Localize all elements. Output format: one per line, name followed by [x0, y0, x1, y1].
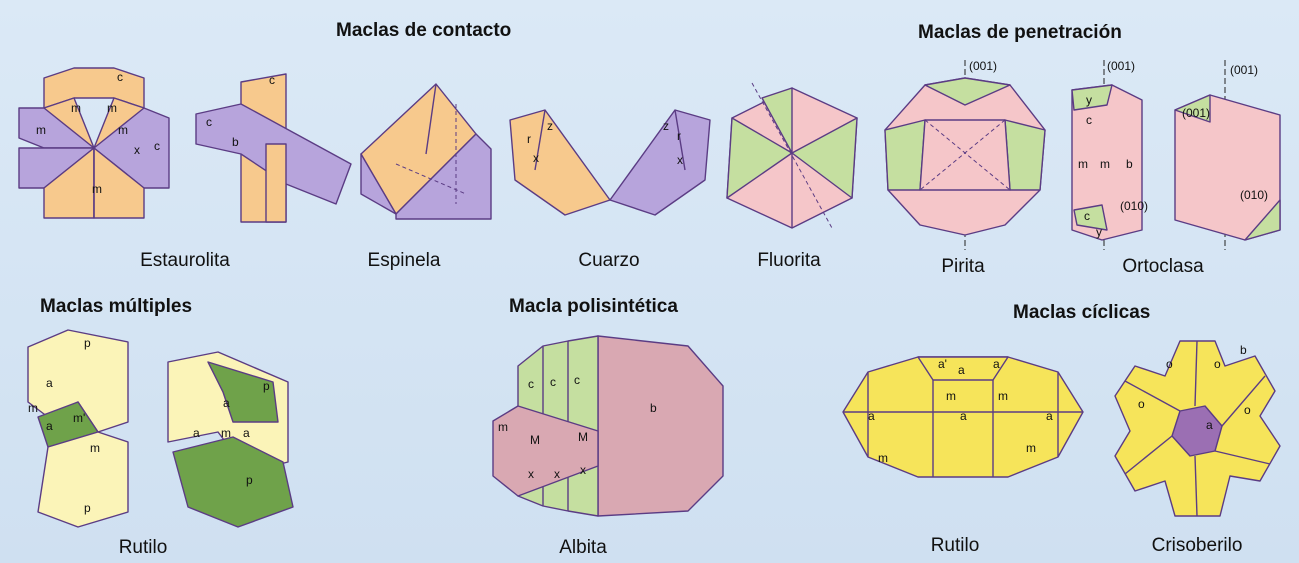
svg-text:r: r: [677, 129, 681, 143]
svg-text:m: m: [221, 426, 231, 440]
caption-cuarzo: Cuarzo: [578, 250, 640, 271]
svg-text:m: m: [118, 123, 128, 137]
rutilo-multiple-crystal: p a m m' a m p a p a m a p: [27, 329, 294, 528]
svg-text:m: m: [71, 101, 81, 115]
svg-text:m: m: [107, 101, 117, 115]
svg-text:a: a: [1206, 418, 1213, 432]
svg-text:c: c: [1084, 209, 1090, 223]
svg-text:a: a: [193, 426, 200, 440]
svg-text:m: m: [1026, 441, 1036, 455]
svg-text:m: m: [498, 420, 508, 434]
caption-rutilo-ciclico: Rutilo: [930, 535, 980, 556]
svg-text:z: z: [663, 119, 669, 133]
svg-text:b: b: [232, 135, 239, 149]
svg-text:z: z: [547, 119, 553, 133]
svg-text:y: y: [1096, 225, 1102, 239]
title-maclas-multiples: Maclas múltiples: [40, 296, 193, 317]
svg-text:x: x: [554, 467, 560, 481]
svg-text:a: a: [958, 363, 965, 377]
albita-crystal: c c c m M M x x x b: [492, 335, 724, 517]
svg-text:c: c: [550, 375, 556, 389]
svg-text:a: a: [960, 409, 967, 423]
label-ortoclasa-prism-001: (001): [1107, 59, 1135, 73]
ortoclasa-slab-crystal: (001) (001) (010): [1174, 60, 1281, 250]
label-c: c: [117, 70, 123, 84]
fluorita-crystal: [726, 82, 858, 229]
svg-text:x: x: [580, 463, 586, 477]
svg-text:p: p: [263, 379, 270, 393]
svg-text:m': m': [73, 411, 85, 425]
espinela-crystal: [360, 83, 492, 220]
ortoclasa-prism-crystal: (001) y c m m b (010) c y: [1071, 59, 1148, 250]
pirita-crystal: (001): [884, 59, 1046, 250]
title-maclas-penetracion: Maclas de penetración: [918, 22, 1122, 43]
svg-text:p: p: [84, 336, 91, 350]
svg-text:r: r: [527, 132, 531, 146]
svg-text:M: M: [530, 433, 540, 447]
svg-text:m: m: [946, 389, 956, 403]
svg-text:x: x: [533, 151, 539, 165]
svg-text:c: c: [269, 73, 275, 87]
rutilo-ciclico-crystal: a' a a m m a a a m m: [842, 356, 1084, 478]
label-pirita-001: (001): [969, 59, 997, 73]
svg-text:c: c: [1086, 113, 1092, 127]
title-maclas-ciclicas: Maclas cíclicas: [1013, 302, 1151, 323]
caption-ortoclasa: Ortoclasa: [1122, 256, 1204, 277]
caption-estaurolita: Estaurolita: [140, 250, 230, 271]
title-maclas-contacto: Maclas de contacto: [336, 20, 512, 41]
svg-text:a': a': [938, 357, 947, 371]
svg-text:m: m: [1100, 157, 1110, 171]
svg-text:o: o: [1166, 357, 1173, 371]
svg-text:a: a: [46, 419, 53, 433]
svg-text:x: x: [677, 153, 683, 167]
svg-text:p: p: [246, 473, 253, 487]
svg-text:b: b: [1126, 157, 1133, 171]
svg-text:x: x: [134, 143, 140, 157]
crisoberilo-crystal: b o o o o a: [1114, 340, 1281, 517]
title-macla-polisintetica: Macla polisintética: [509, 296, 678, 317]
svg-text:b: b: [1240, 343, 1247, 357]
svg-text:c: c: [206, 115, 212, 129]
svg-text:c: c: [574, 373, 580, 387]
svg-text:m: m: [998, 389, 1008, 403]
svg-text:o: o: [1138, 397, 1145, 411]
svg-text:o: o: [1244, 403, 1251, 417]
caption-rutilo-multiple: Rutilo: [118, 537, 168, 558]
svg-text:a: a: [243, 426, 250, 440]
svg-text:(010): (010): [1120, 199, 1148, 213]
caption-albita: Albita: [559, 537, 607, 558]
svg-text:c: c: [154, 139, 160, 153]
svg-text:m: m: [92, 182, 102, 196]
caption-espinela: Espinela: [367, 250, 441, 271]
svg-text:a: a: [868, 409, 875, 423]
svg-text:x: x: [528, 467, 534, 481]
svg-text:M: M: [578, 430, 588, 444]
svg-text:a: a: [1046, 409, 1053, 423]
svg-text:o: o: [1214, 357, 1221, 371]
caption-crisoberilo: Crisoberilo: [1151, 535, 1243, 556]
svg-text:m: m: [90, 441, 100, 455]
svg-text:a: a: [223, 396, 230, 410]
svg-text:p: p: [84, 501, 91, 515]
label-ortoclasa-slab-001: (001): [1230, 63, 1258, 77]
svg-text:m: m: [36, 123, 46, 137]
svg-text:a: a: [993, 357, 1000, 371]
svg-text:b: b: [650, 401, 657, 415]
caption-fluorita: Fluorita: [757, 250, 821, 271]
caption-pirita: Pirita: [941, 256, 985, 277]
svg-text:m: m: [1078, 157, 1088, 171]
svg-text:m: m: [878, 451, 888, 465]
cuarzo-crystal: r z x z r x: [509, 109, 711, 216]
svg-text:c: c: [528, 377, 534, 391]
svg-text:a: a: [46, 376, 53, 390]
label-ortoclasa-slab-010: (010): [1240, 188, 1268, 202]
svg-text:y: y: [1086, 93, 1092, 107]
svg-text:m: m: [28, 401, 38, 415]
label-ortoclasa-slab-face-001: (001): [1182, 106, 1210, 120]
estaurolita-twin-crystal: c c b: [195, 73, 352, 223]
estaurolita-crystal: c m m m m x c m: [18, 67, 170, 219]
